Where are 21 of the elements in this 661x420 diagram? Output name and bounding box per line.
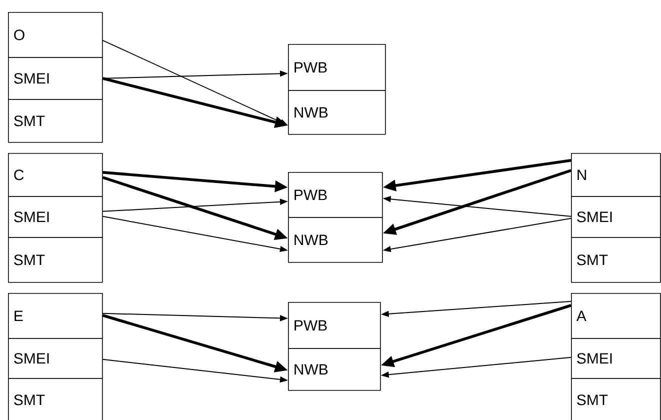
text-cell: SMEI [8, 57, 103, 100]
text-cell: SMEI [8, 338, 103, 379]
text-cell: C [8, 153, 103, 197]
text-cell: SMT [571, 237, 661, 283]
text-cell: PWB [288, 302, 381, 349]
text-cell: SMEI [571, 196, 661, 238]
text-cell: NWB [288, 348, 381, 391]
text-cell: SMT [8, 378, 103, 420]
text-cell: E [8, 293, 103, 339]
text-cell: N [571, 153, 661, 197]
text-cell: SMT [8, 237, 103, 283]
text-cell: NWB [288, 90, 386, 135]
text-cell: NWB [288, 217, 383, 263]
text-cell: PWB [288, 172, 383, 218]
text-cell: SMT [8, 99, 103, 143]
text-cell: SMT [571, 378, 661, 420]
text-cell: SMEI [571, 338, 661, 379]
text-cell: PWB [288, 44, 386, 91]
text-cell: SMEI [8, 196, 103, 238]
text-cell: A [571, 293, 661, 339]
text-cell: O [8, 12, 103, 58]
